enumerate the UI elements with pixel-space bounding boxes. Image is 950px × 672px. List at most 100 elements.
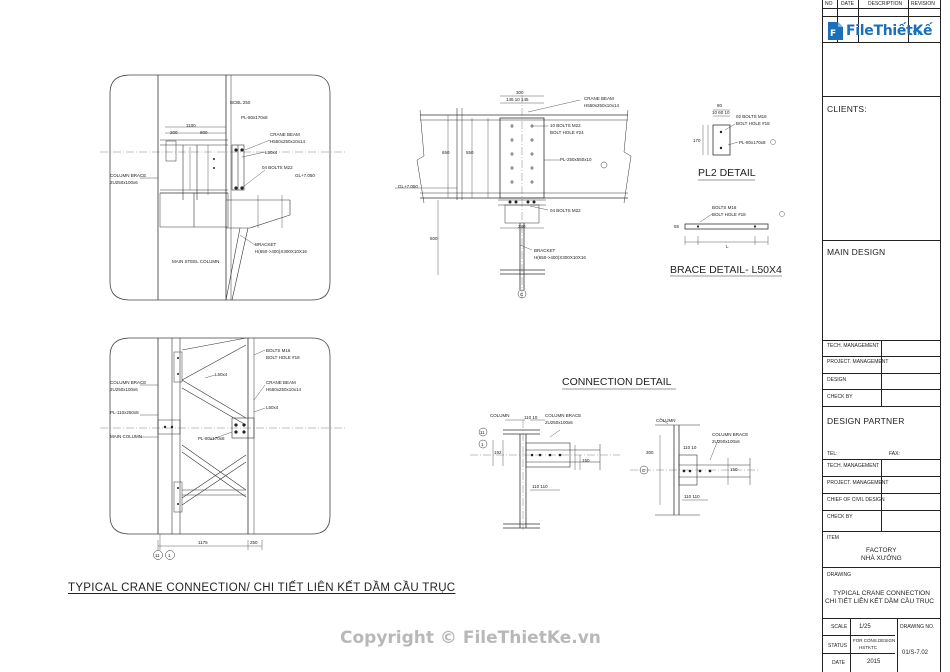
label-bl-pl2: PL-80x170x8 xyxy=(198,436,225,441)
logo-domain: .vn xyxy=(910,28,923,37)
date-label: DATE xyxy=(832,660,845,666)
check-by-label: CHECK BY xyxy=(827,394,853,400)
title-connection-detail: CONNECTION DETAIL xyxy=(562,376,672,388)
label-bl-pl: PL-110x250x8 xyxy=(110,410,139,415)
label-tc-pl: PL-250x550x10 xyxy=(560,157,592,162)
svg-text:F: F xyxy=(830,29,836,39)
label-tl-crane-beam-size: H550x250x10x14 xyxy=(270,139,306,144)
label-tc-bracket-size: H(650->400)X300X10X16 xyxy=(534,255,586,260)
rev-col-revision: REVISION xyxy=(911,1,935,7)
label-cd2-grid: C xyxy=(642,468,646,473)
tel-label: TEL: xyxy=(827,451,838,457)
label-bl-l50b: L50x4 xyxy=(266,405,279,410)
item-value-2: NHÀ XƯỞNG xyxy=(861,555,902,562)
label-tc-dim-550: 550 xyxy=(466,150,474,155)
label-cd-column: COLUMN xyxy=(490,413,510,418)
label-cd-grid-b: 1 xyxy=(481,442,484,447)
label-pl2-bolt-hole: BOLT HOLE #18 xyxy=(736,121,770,126)
item-label: ITEM xyxy=(827,535,839,541)
rev-col-date: DATE xyxy=(841,1,854,7)
status-value-2: HSTKTC xyxy=(859,645,877,650)
label-bl-dim-1175: 1175 xyxy=(198,540,208,545)
date-value: 2015 xyxy=(867,659,881,665)
label-tc-crane-beam: CRANE BEAM xyxy=(584,96,614,101)
label-bl-column-brace: COLUMN BRACE xyxy=(110,380,147,385)
label-tc-dim-650: 650 xyxy=(442,150,450,155)
detail-connection-1 xyxy=(470,388,676,530)
drawing-footer-title: TYPICAL CRANE CONNECTION/ CHI TIẾT LIÊN … xyxy=(68,582,456,594)
label-pl2-dim-sub: 10 60 10 xyxy=(712,110,730,115)
detail-connection-2 xyxy=(630,417,760,516)
label-tl-crane-beam: CRANE BEAM xyxy=(270,132,300,137)
label-tl-800: 800 xyxy=(200,130,208,135)
label-tc-bracket: BRACKET xyxy=(534,248,556,253)
title-block: NO DATE DESCRIPTION REVISION CLIENTS: MA… xyxy=(822,0,941,672)
label-tc-gl: GL+7.050 xyxy=(398,184,418,189)
label-br-bolts: BOLTS M16 xyxy=(712,205,737,210)
label-tl-bracket: BRACKET xyxy=(255,242,277,247)
fax-label: FAX: xyxy=(889,451,900,457)
label-tc-dim-145: 145 10 145 xyxy=(506,97,529,102)
label-tl-column-brace: COLUMN BRACE xyxy=(110,173,147,178)
label-tl-pl: PL-80x170x8 xyxy=(241,115,268,120)
status-value-1: FOR CONS.DESIGN xyxy=(853,638,896,643)
label-tc-bolt-hole: BOLT HOLE #24 xyxy=(550,130,584,135)
label-bl-l50: L50x4 xyxy=(215,372,228,377)
detail-top-center xyxy=(395,95,632,300)
bolts-bottom-left xyxy=(163,357,246,505)
project-management-label: PROJECT. MANAGEMENT xyxy=(827,359,889,365)
label-bl-column-brace-size: 2U250x100x6 xyxy=(110,387,138,392)
tech-management-label: TECH. MANAGEMENT xyxy=(827,343,880,349)
bolts-top-left xyxy=(213,148,244,190)
label-br-bolt-hole: BOLT HOLE #18 xyxy=(712,212,746,217)
scale-value: 1/25 xyxy=(859,624,871,630)
label-cd-column-brace-size: 2U250x100x6 xyxy=(545,420,573,425)
label-bl-main-column: MAIN COLUMN xyxy=(110,434,143,439)
project-management-2-label: PROJECT. MANAGEMENT xyxy=(827,480,889,486)
drawing-canvas xyxy=(100,74,785,560)
label-tl-main-column: MAIN STEEL COLUMN xyxy=(172,259,220,264)
copyright-watermark: Copyright © FileThietKe.vn xyxy=(340,628,601,648)
label-tl-bracket-size: H(650->400)X300X10X16 xyxy=(255,249,307,254)
label-br-l: L xyxy=(726,244,729,249)
label-cd-column-brace: COLUMN BRACE xyxy=(545,413,582,418)
label-tc-dim-300: 300 xyxy=(516,90,524,95)
drawing-label: DRAWING xyxy=(827,572,851,578)
label-br-dim-55: 55 xyxy=(674,224,680,229)
label-cd2-column-brace: COLUMN BRACE xyxy=(712,432,749,437)
file-icon: F xyxy=(828,22,843,40)
title-brace-detail: BRACE DETAIL- L50X4 xyxy=(670,264,782,276)
label-tl-gl: GL+7.050 xyxy=(295,173,315,178)
label-bl-grid: 11 xyxy=(155,553,160,558)
label-cd2-column-brace-size: 2U250x100x6 xyxy=(712,439,740,444)
label-tc-bolts: 10 BOLTS M22 xyxy=(550,123,581,128)
label-pl2-dim-170: 170 xyxy=(693,138,701,143)
label-cd2-dim-110b: 110 110 xyxy=(684,494,700,499)
logo-word: FileThiếtKế xyxy=(846,23,933,39)
label-tl-bolts: 04 BOLTS M22 xyxy=(262,165,293,170)
label-cd-grid-a: 11 xyxy=(480,430,485,435)
label-bl-crane-beam: CRANE BEAM xyxy=(266,380,296,385)
status-label: STATUS xyxy=(828,643,847,649)
label-bl-bolts: BOLTS M16 xyxy=(266,348,291,353)
label-cd-dim-150: 150 xyxy=(582,458,590,463)
brand-logo: F FileThiếtKế .vn xyxy=(826,20,938,42)
label-bl-grid2: 1 xyxy=(168,553,171,558)
label-cd2-dim-110: 110 10 xyxy=(683,445,697,450)
clients-label: CLIENTS: xyxy=(827,104,867,114)
drawing-value-2: CHI TIẾT LIÊN KẾT DẦM CẦU TRỤC xyxy=(825,598,934,605)
design-label: DESIGN xyxy=(827,377,847,383)
label-cd2-dim-150: 150 xyxy=(730,467,738,472)
label-tl-1100: 1100 xyxy=(186,123,196,128)
design-partner-label: DESIGN PARTNER xyxy=(827,416,905,426)
label-tc-dim-240: 240 xyxy=(518,224,526,229)
detail-bottom-left xyxy=(100,337,345,560)
label-cd-dim-110b: 110 110 xyxy=(532,484,548,489)
item-value-1: FACTORY xyxy=(866,547,897,554)
label-cd2-column: COLUMN xyxy=(656,418,676,423)
label-cd2-dim-300: 300 xyxy=(646,450,654,455)
check-by-2-label: CHECK BY xyxy=(827,514,853,520)
detail-top-left xyxy=(100,74,345,301)
main-design-label: MAIN DESIGN xyxy=(827,247,886,257)
label-tc-grid: C xyxy=(520,292,524,297)
